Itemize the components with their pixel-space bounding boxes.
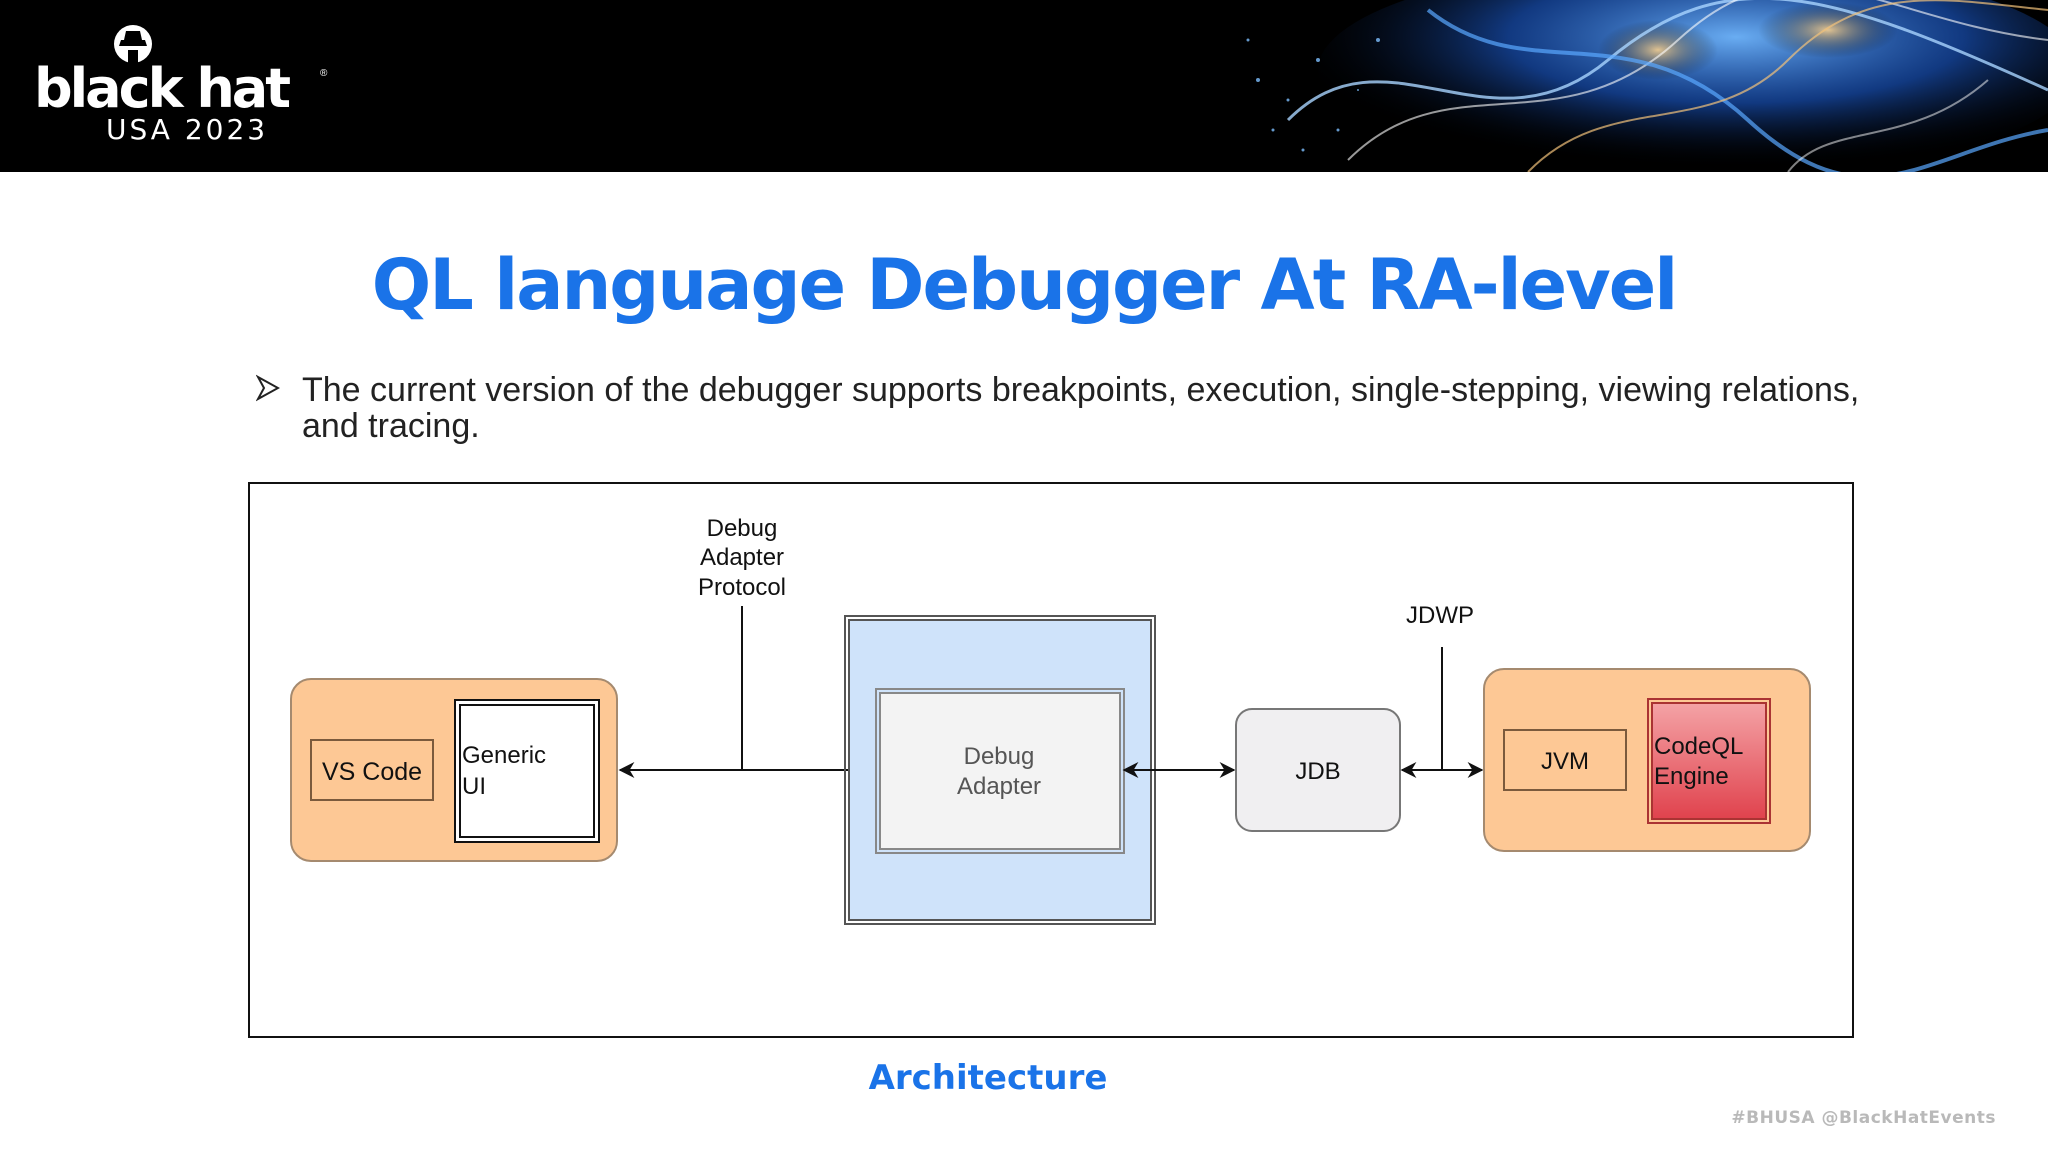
vscode-group: VS Code Generic UI [290, 678, 618, 862]
codeql-engine-line1: CodeQL [1654, 733, 1743, 760]
debug-adapter-box [879, 692, 1121, 850]
bullet-text: The current version of the debugger supp… [302, 371, 1860, 445]
jvm-box [1503, 729, 1627, 791]
jvm-label: JVM [1541, 748, 1589, 775]
logo-subtitle: USA 2023 [106, 113, 269, 146]
debug-adapter-group: Debug Adapter [844, 615, 1156, 925]
blackhat-logo: black hat ® USA 2023 [34, 24, 334, 144]
architecture-diagram: VS Code Generic UI Debug Adapter Protoco… [248, 482, 1854, 1038]
generic-ui-box [459, 704, 595, 838]
dap-label-line3: Protocol [698, 574, 786, 601]
dap-label-line2: Adapter [700, 544, 784, 571]
jdwp-label: JDWP [1406, 602, 1474, 629]
debug-adapter-line1: Debug [964, 743, 1035, 770]
jdb-label: JDB [1295, 758, 1340, 785]
generic-ui-line2: UI [462, 773, 486, 800]
hat-logo-icon [114, 25, 152, 64]
logo-wordmark: black hat [34, 57, 291, 120]
abstract-smoke-art [1228, 0, 2048, 172]
debug-adapter-line2: Adapter [957, 773, 1041, 800]
diagram-caption: Architecture [868, 1058, 1108, 1098]
jdb-box [1235, 708, 1401, 832]
vscode-label: VS Code [322, 758, 422, 786]
codeql-engine-line2: Engine [1654, 763, 1729, 790]
header-banner: black hat ® USA 2023 [0, 0, 2048, 172]
dap-label-line1: Debug [707, 515, 778, 542]
codeql-engine-box [1651, 702, 1767, 820]
jvm-group: JVM CodeQL Engine [1483, 668, 1811, 852]
arrowhead-bullet-icon [256, 374, 280, 402]
codeql-engine-box-outer [1647, 698, 1771, 824]
slide-title: QL language Debugger At RA-level [371, 244, 1679, 326]
footer-hashtags: #BHUSA @BlackHatEvents [1731, 1108, 1996, 1128]
vscode-box [310, 739, 434, 801]
generic-ui-line1: Generic [462, 742, 546, 769]
registered-mark: ® [320, 68, 328, 79]
